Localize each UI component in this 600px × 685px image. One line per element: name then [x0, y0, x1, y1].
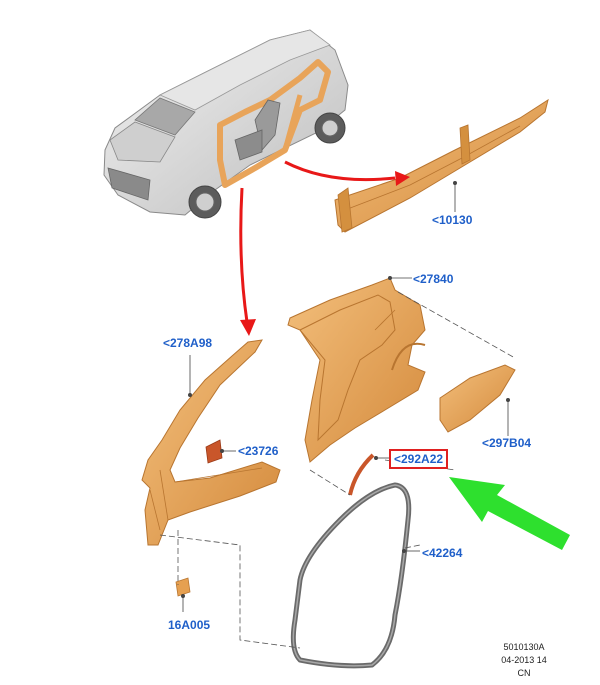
footer-region: CN [517, 668, 531, 678]
weatherstrip-part[interactable] [348, 453, 375, 496]
part-label-278a98[interactable]: <278A98 [163, 336, 213, 350]
part-label-42264[interactable]: <42264 [422, 546, 463, 560]
leader-lines [180, 180, 510, 612]
footer-date: 04-2013 14 [501, 655, 547, 665]
part-label-10130[interactable]: <10130 [432, 213, 473, 227]
body-side-panel-part[interactable] [287, 277, 426, 463]
car-illustration [103, 29, 349, 219]
footer-reference-code: 5010130A [503, 642, 545, 652]
rocker-panel-part[interactable] [334, 98, 549, 233]
patch-part[interactable] [205, 439, 223, 464]
door-seal-part[interactable] [290, 482, 412, 669]
bracket-part[interactable] [175, 577, 191, 597]
part-label-292a22[interactable]: <292A22 [389, 449, 449, 469]
quarter-panel-insert-part[interactable] [439, 364, 516, 433]
part-label-23726[interactable]: <23726 [238, 444, 279, 458]
part-label-27840[interactable]: <27840 [413, 272, 454, 286]
pointer-arrow [449, 477, 570, 550]
flow-arrows [239, 160, 410, 336]
part-label-297b04[interactable]: <297B04 [482, 436, 532, 450]
pillar-assembly-part[interactable] [141, 339, 281, 546]
part-label-16a005[interactable]: 16A005 [168, 618, 211, 632]
